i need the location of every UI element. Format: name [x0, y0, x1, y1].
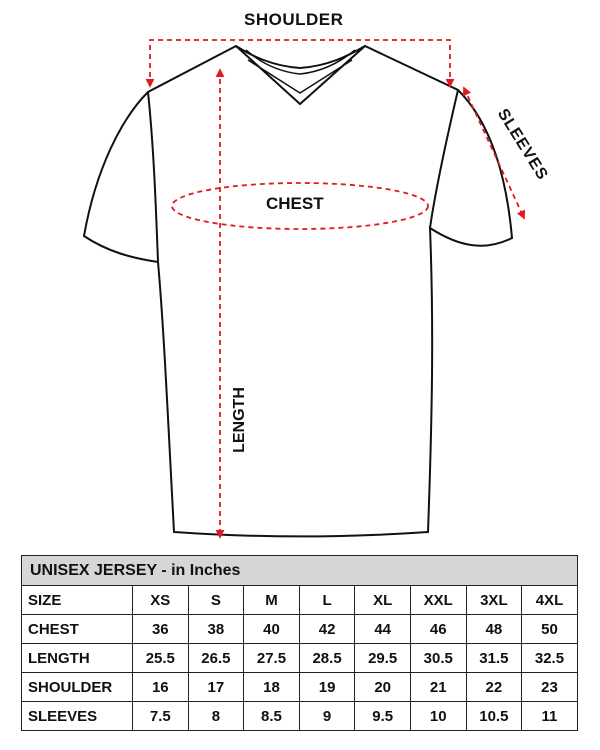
sleeves-measure-line — [462, 86, 526, 220]
table-cell: 7.5 — [132, 701, 189, 731]
table-cell: 48 — [465, 614, 523, 644]
row-label: SIZE — [21, 585, 133, 615]
table-cell: 3XL — [465, 585, 523, 615]
table-cell: L — [298, 585, 356, 615]
table-cell: 19 — [298, 672, 356, 702]
table-cell: 44 — [354, 614, 411, 644]
table-cell: 10 — [409, 701, 467, 731]
table-cell: 29.5 — [354, 643, 411, 673]
table-cell: 18 — [243, 672, 300, 702]
shoulder-label: SHOULDER — [244, 10, 344, 29]
table-cell: XXL — [409, 585, 467, 615]
table-cell: 42 — [298, 614, 356, 644]
row-label: SLEEVES — [21, 701, 133, 731]
table-cell: 20 — [354, 672, 411, 702]
table-cell: 50 — [521, 614, 578, 644]
table-cell: XL — [354, 585, 411, 615]
row-label: SHOULDER — [21, 672, 133, 702]
collar-v-trim — [247, 59, 353, 94]
table-cell: 11 — [521, 701, 578, 731]
jersey-outline — [82, 44, 514, 538]
table-cell: 23 — [521, 672, 578, 702]
table-cell: 46 — [409, 614, 467, 644]
left-sleeve-seam — [147, 91, 159, 263]
right-sleeve-seam — [429, 89, 459, 229]
table-cell: 16 — [132, 672, 189, 702]
table-cell: M — [243, 585, 300, 615]
table-cell: 10.5 — [465, 701, 523, 731]
collar-inner-outline — [245, 49, 356, 75]
table-cell: 9.5 — [354, 701, 411, 731]
row-label: LENGTH — [21, 643, 133, 673]
table-cell: 8 — [187, 701, 245, 731]
table-cell: 9 — [298, 701, 356, 731]
table-cell: 32.5 — [521, 643, 578, 673]
table-cell: 17 — [187, 672, 245, 702]
table-cell: 28.5 — [298, 643, 356, 673]
table-cell: S — [187, 585, 245, 615]
table-cell: 21 — [409, 672, 467, 702]
chest-label: CHEST — [266, 194, 324, 213]
row-label: CHEST — [21, 614, 133, 644]
table-cell: XS — [132, 585, 189, 615]
table-cell: 36 — [132, 614, 189, 644]
chest-measure-line — [171, 182, 429, 230]
table-cell: 40 — [243, 614, 300, 644]
length-label: LENGTH — [231, 387, 248, 453]
table-cell: 22 — [465, 672, 523, 702]
table-cell: 25.5 — [132, 643, 189, 673]
table-cell: 26.5 — [187, 643, 245, 673]
shoulder-measure-line — [145, 39, 455, 88]
table-cell: 27.5 — [243, 643, 300, 673]
size-chart-title: UNISEX JERSEY - in Inches — [21, 555, 578, 586]
jersey-measurement-diagram: SHOULDER CHEST LENGTH SLEEVES — [82, 10, 551, 539]
table-cell: 8.5 — [243, 701, 300, 731]
table-cell: 4XL — [521, 585, 578, 615]
jersey-illustration — [82, 39, 526, 539]
table-cell: 31.5 — [465, 643, 523, 673]
table-cell: 30.5 — [409, 643, 467, 673]
table-cell: 38 — [187, 614, 245, 644]
